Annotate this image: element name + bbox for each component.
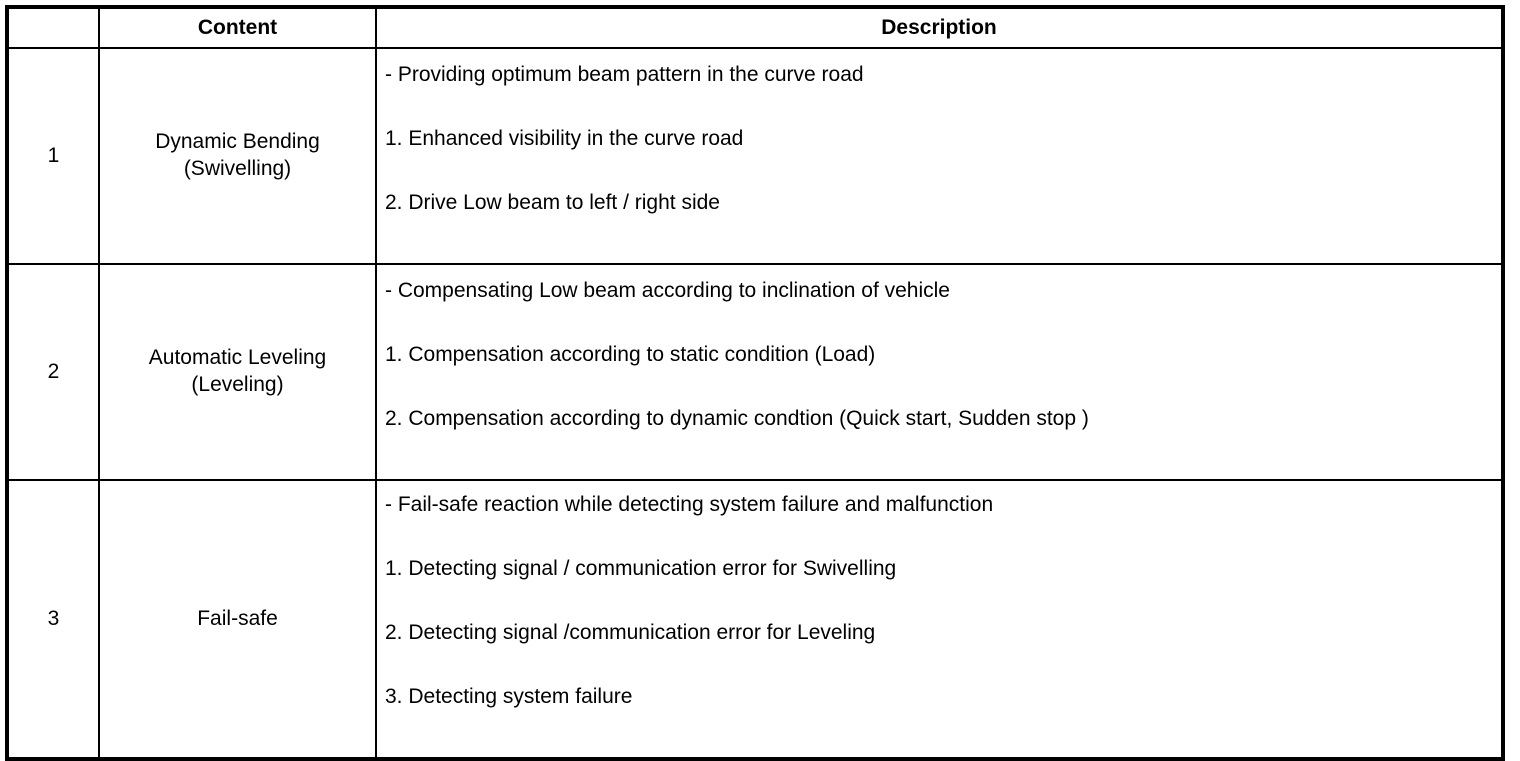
description-list: - Fail-safe reaction while detecting sys… (377, 481, 1501, 757)
content-primary-label: Fail-safe (197, 606, 278, 630)
table-header: Content Description (6, 6, 1504, 49)
table-body: 1 Dynamic Bending (Swivelling) - Providi… (6, 47, 1504, 760)
description-line: 1. Compensation according to static cond… (385, 343, 876, 366)
description-line: 1. Enhanced visibility in the curve road (385, 127, 744, 150)
row-description-cell: - Compensating Low beam according to inc… (375, 263, 1504, 481)
row-description-cell: - Fail-safe reaction while detecting sys… (375, 479, 1504, 760)
row-index-cell: 1 (6, 47, 100, 265)
row-content-cell: Dynamic Bending (Swivelling) (98, 47, 377, 265)
column-header-content: Content (98, 6, 377, 49)
row-content-cell: Automatic Leveling (Leveling) (98, 263, 377, 481)
description-line: 2. Compensation according to dynamic con… (385, 407, 1089, 430)
description-line: 2. Drive Low beam to left / right side (385, 191, 720, 214)
row-index-cell: 3 (6, 479, 100, 760)
row-content-cell: Fail-safe (98, 479, 377, 760)
content-primary-label: Automatic Leveling (148, 346, 327, 370)
table-row: 1 Dynamic Bending (Swivelling) - Providi… (6, 47, 1504, 265)
table-row: 2 Automatic Leveling (Leveling) - Compen… (6, 263, 1504, 481)
content-secondary-label: (Swivelling) (183, 157, 292, 180)
content-secondary-label: (Leveling) (191, 373, 284, 396)
description-list: - Compensating Low beam according to inc… (377, 265, 1501, 479)
description-line: - Providing optimum beam pattern in the … (385, 63, 864, 86)
column-header-description: Description (375, 6, 1504, 49)
description-line: 2. Detecting signal /communication error… (385, 621, 876, 644)
document-canvas: Content Description 1 Dynamic Bending (S… (5, 5, 1505, 761)
row-index-cell: 2 (6, 263, 100, 481)
table-row: 3 Fail-safe - Fail-safe reaction while d… (6, 479, 1504, 760)
row-description-cell: - Providing optimum beam pattern in the … (375, 47, 1504, 265)
column-header-index (6, 6, 100, 49)
specification-table: Content Description 1 Dynamic Bending (S… (5, 5, 1505, 761)
description-line: 3. Detecting system failure (385, 685, 633, 708)
header-row: Content Description (6, 6, 1504, 49)
description-line: - Fail-safe reaction while detecting sys… (385, 493, 994, 516)
content-primary-label: Dynamic Bending (155, 130, 320, 154)
description-list: - Providing optimum beam pattern in the … (377, 49, 1501, 263)
description-line: 1. Detecting signal / communication erro… (385, 557, 897, 580)
description-line: - Compensating Low beam according to inc… (385, 279, 950, 302)
